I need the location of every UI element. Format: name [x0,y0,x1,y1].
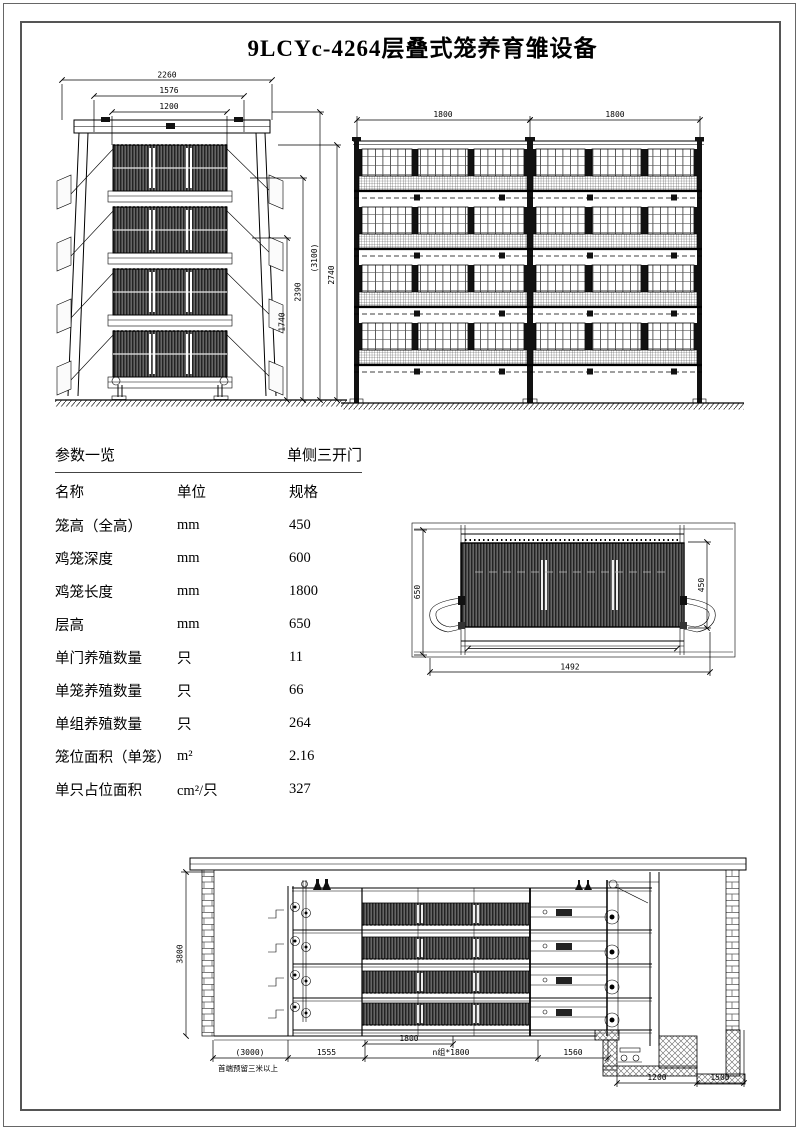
row-spec: 11 [289,649,303,665]
right-brick-wall [725,869,740,1031]
install-view-drawing: 3800 [176,857,748,1087]
table-row: 层高 mm 650 [55,608,362,641]
row-name: 笼位面积（单笼） [55,750,171,766]
dim-2260: 2260 [157,71,176,80]
row-spec: 264 [289,715,311,731]
dim-n-groups: n组*1800 [433,1047,470,1057]
dim-1800: 1800 [399,1034,418,1043]
params-column-header: 名称 单位 规格 [55,473,362,509]
row-unit: mm [177,583,200,599]
row-name: 单只占位面积 [55,783,142,799]
head-clearance-note: 首端预留三米以上 [218,1063,278,1073]
sheet-outer-border [3,3,796,1127]
table-row: 笼位面积（单笼） m² 2.16 [55,740,362,773]
cage-detail-drawing: 650 450 1492 [411,522,736,676]
dim-1740: 1740 [278,312,287,331]
dim-bay-left-1800: 1800 [433,110,452,119]
params-table: 参数一览 单侧三开门 名称 单位 规格 笼高（全高） mm 450 鸡笼深度 m… [55,444,362,806]
row-unit: mm [177,517,200,533]
table-row: 鸡笼深度 mm 600 [55,542,362,575]
dim-1492: 1492 [560,663,579,672]
dim-bay-right-1800: 1800 [605,110,624,119]
dim-pit-1200: 1200 [647,1073,666,1082]
params-title: 参数一览 [55,448,116,464]
row-spec: 2.16 [289,748,315,764]
table-row: 单只占位面积 cm²/只 327 [55,773,362,806]
row-unit: 只 [177,651,192,667]
drive-sprockets [604,909,620,1028]
dim-3000: (3000) [236,1048,265,1057]
table-row: 单笼养殖数量 只 66 [55,674,362,707]
page-title: 9LCYc-4264层叠式笼养育雏设备 [247,36,598,61]
front-view-drawing: 1800 1800 [341,110,744,410]
dim-pit-1500: 1500 [710,1073,729,1082]
row-spec: 66 [289,682,304,698]
row-unit: 只 [177,717,192,733]
end-view-drawing: 2260 1576 1200 1740 [55,71,347,407]
dim-2740: 2740 [327,265,336,284]
row-spec: 327 [289,781,311,797]
row-name: 层高 [55,618,84,634]
table-row: 单门养殖数量 只 11 [55,641,362,674]
row-spec: 600 [289,550,311,566]
dim-1555: 1555 [317,1048,336,1057]
row-unit: mm [177,550,200,566]
dim-1200: 1200 [159,102,178,111]
params-subtitle: 单侧三开门 [286,448,362,464]
col-unit: 单位 [177,484,206,501]
row-unit: mm [177,616,200,632]
table-row: 笼高（全高） mm 450 [55,509,362,542]
dim-2390: 2390 [294,282,303,301]
row-name: 笼高（全高） [55,519,142,535]
dim-3800: 3800 [176,944,185,963]
dim-1560: 1560 [563,1048,582,1057]
row-name: 单门养殖数量 [55,651,142,667]
row-unit: m² [177,748,193,764]
row-name: 鸡笼长度 [55,585,113,601]
row-unit: 只 [177,684,192,700]
row-spec: 650 [289,616,311,632]
sheet-inner-border [20,21,781,1111]
row-name: 单组养殖数量 [55,717,142,733]
col-name: 名称 [55,484,84,501]
dim-450: 450 [697,578,706,593]
table-row: 鸡笼长度 mm 1800 [55,575,362,608]
table-row: 单组养殖数量 只 264 [55,707,362,740]
dim-650: 650 [413,585,422,600]
dim-3100: (3100) [310,244,319,273]
row-name: 单笼养殖数量 [55,684,142,700]
col-spec: 规格 [289,484,318,501]
manure-pit [594,1029,746,1085]
row-name: 鸡笼深度 [55,552,113,568]
params-header: 参数一览 单侧三开门 [55,444,362,473]
row-spec: 450 [289,517,311,533]
left-brick-wall [201,869,215,1037]
row-unit: cm²/只 [177,783,218,799]
row-spec: 1800 [289,583,318,599]
dim-1576: 1576 [159,86,178,95]
